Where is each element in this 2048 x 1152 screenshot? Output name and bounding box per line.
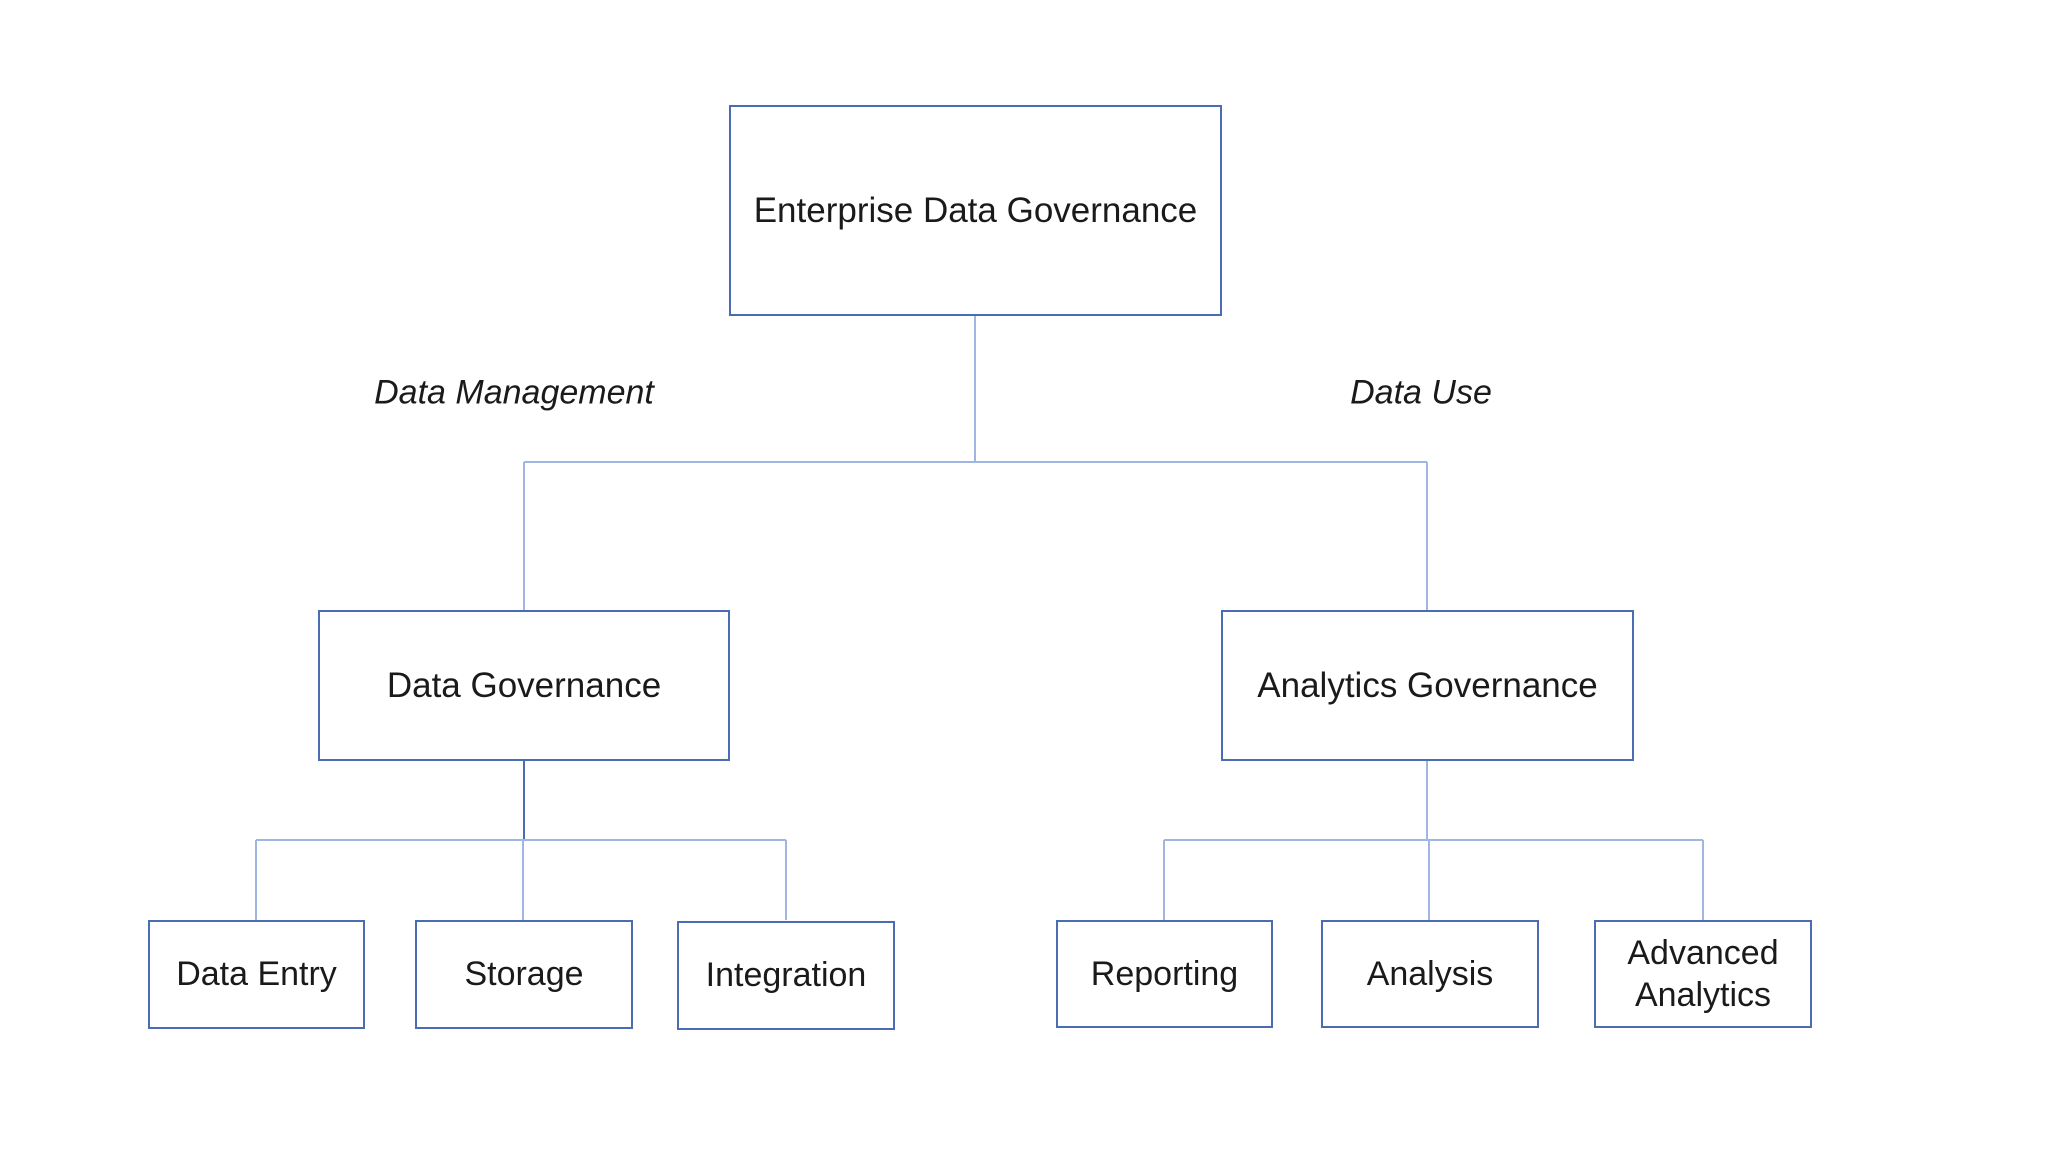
node-label: Data Entry [176, 955, 337, 994]
edge-label-data-management: Data Management [374, 373, 654, 412]
node-advanced-analytics: Advanced Analytics [1594, 920, 1812, 1028]
node-reporting: Reporting [1056, 920, 1273, 1028]
node-label: Advanced Analytics [1627, 933, 1779, 1015]
node-label: Integration [705, 956, 867, 995]
node-enterprise-data-governance: Enterprise Data Governance [729, 105, 1222, 316]
edge-label-data-use: Data Use [1350, 373, 1492, 412]
node-analysis: Analysis [1321, 920, 1539, 1028]
node-data-governance: Data Governance [318, 610, 730, 761]
node-storage: Storage [415, 920, 633, 1029]
node-label: Reporting [1090, 954, 1239, 993]
node-label: Data Governance [386, 665, 662, 705]
node-data-entry: Data Entry [148, 920, 365, 1029]
node-label: Analytics Governance [1257, 665, 1598, 705]
node-label: Analysis [1366, 954, 1494, 993]
node-analytics-governance: Analytics Governance [1221, 610, 1634, 761]
node-label: Storage [464, 955, 584, 994]
node-label: Enterprise Data Governance [753, 190, 1198, 230]
node-integration: Integration [677, 921, 895, 1030]
